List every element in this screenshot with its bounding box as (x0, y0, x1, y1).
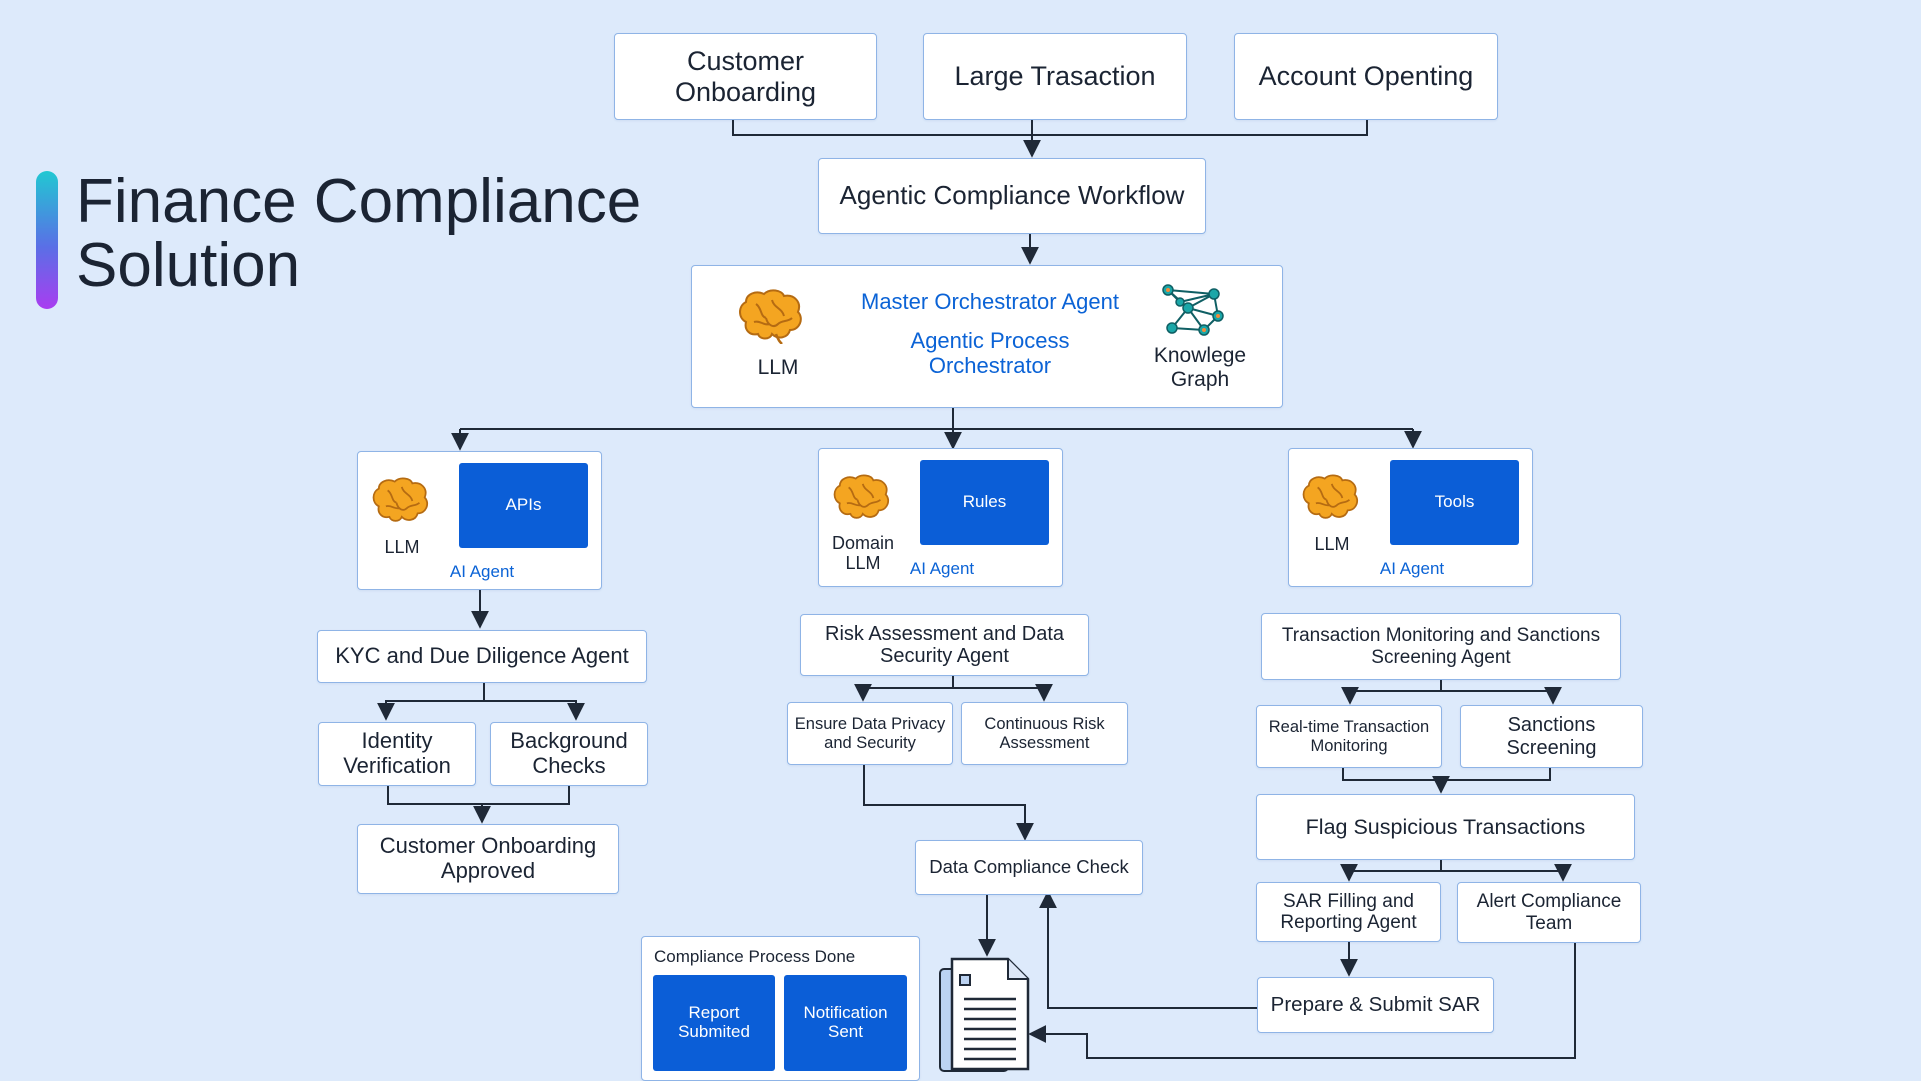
realtime-monitoring-box: Real-time Transaction Monitoring (1256, 705, 1442, 768)
page-title: Finance Compliance Solution (76, 167, 642, 300)
sar-filing-agent-box: SAR Filling and Reporting Agent (1256, 882, 1441, 942)
orchestrator-box (691, 265, 1283, 408)
sanctions-screening-box: Sanctions Screening (1460, 705, 1643, 768)
customer-onboarding-box: Customer Onboarding (614, 33, 877, 120)
kyc-agent-box: KYC and Due Diligence Agent (317, 630, 647, 683)
agent3-llm-brain-icon (1302, 474, 1359, 519)
notification-sent-tile: Notification Sent (784, 975, 907, 1071)
agent3-model-label: LLM (1314, 534, 1350, 554)
knowledge-graph-icon (1162, 284, 1224, 336)
process-orchestrator-label: Agentic Process Orchestrator (910, 328, 1070, 378)
agent1-type-label: AI Agent (449, 562, 515, 581)
transaction-monitoring-agent-box: Transaction Monitoring and Sanctions Scr… (1261, 613, 1621, 680)
knowledge-graph-label: Knowlege Graph (1153, 344, 1247, 391)
prepare-submit-sar-box: Prepare & Submit SAR (1257, 977, 1494, 1033)
large-transaction-box: Large Trasaction (923, 33, 1187, 120)
agent2-type-label: AI Agent (909, 559, 975, 578)
apis-tile: APIs (459, 463, 588, 548)
llm-brain-icon (739, 289, 802, 344)
title-accent-bar (36, 171, 58, 309)
orchestrator-llm-label: LLM (757, 356, 799, 379)
compliance-done-title: Compliance Process Done (654, 947, 856, 966)
alert-compliance-team-box: Alert Compliance Team (1457, 882, 1641, 943)
agent3-type-label: AI Agent (1379, 559, 1445, 578)
background-checks-box: Background Checks (490, 722, 648, 786)
data-privacy-box: Ensure Data Privacy and Security (787, 702, 953, 765)
master-orchestrator-label: Master Orchestrator Agent (861, 289, 1119, 314)
agent1-model-label: LLM (384, 537, 420, 557)
agent-llm-brain-icon (372, 477, 429, 522)
tools-tile: Tools (1390, 460, 1519, 545)
customer-onboarding-approved-box: Customer Onboarding Approved (357, 824, 619, 894)
flag-suspicious-box: Flag Suspicious Transactions (1256, 794, 1635, 860)
risk-assessment-agent-box: Risk Assessment and Data Security Agent (800, 614, 1089, 676)
report-submitted-tile: Report Submited (653, 975, 775, 1071)
report-document-icon (939, 957, 1030, 1072)
data-compliance-check-box: Data Compliance Check (915, 840, 1143, 895)
rules-tile: Rules (920, 460, 1049, 545)
identity-verification-box: Identity Verification (318, 722, 476, 786)
domain-llm-brain-icon (833, 474, 890, 519)
account-opening-box: Account Openting (1234, 33, 1498, 120)
agentic-compliance-workflow-box: Agentic Compliance Workflow (818, 158, 1206, 234)
agent2-model-label: Domain LLM (831, 533, 895, 574)
continuous-risk-box: Continuous Risk Assessment (961, 702, 1128, 765)
